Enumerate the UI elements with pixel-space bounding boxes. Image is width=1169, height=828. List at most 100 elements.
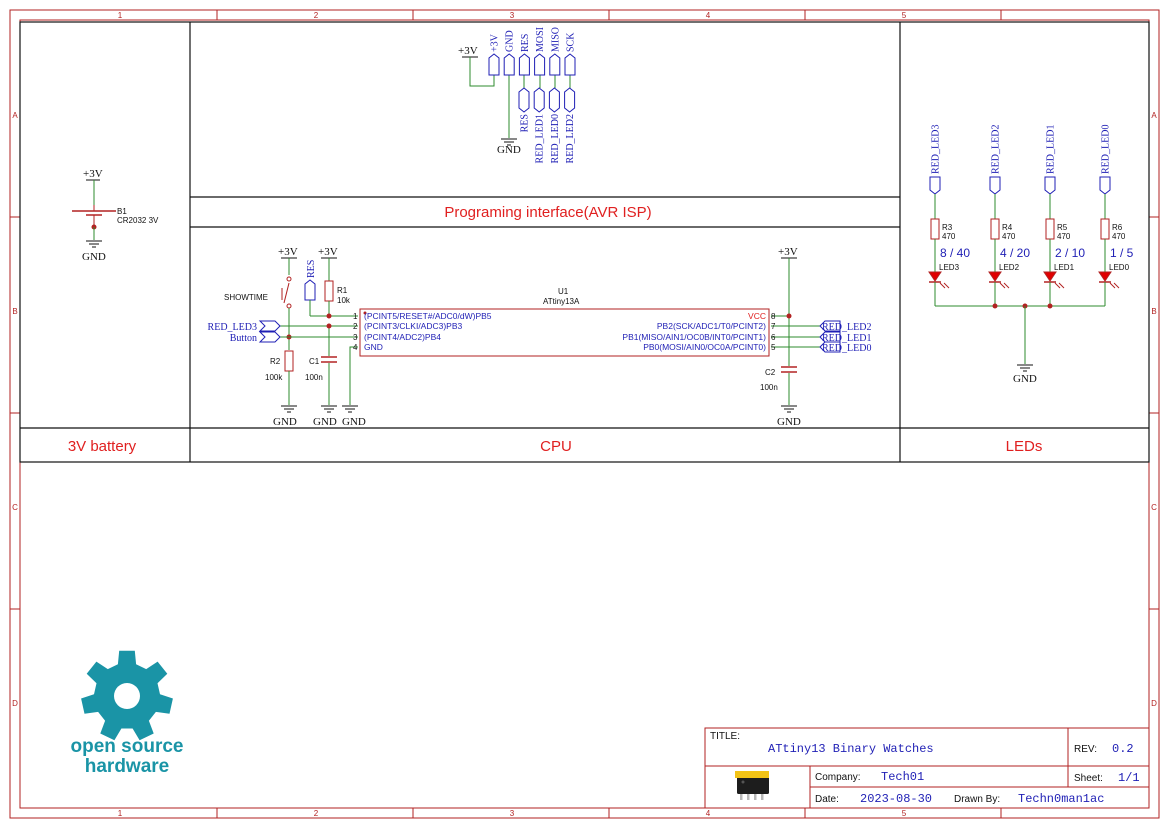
- u1-pin-number: 7: [771, 322, 776, 331]
- led-resistor-value: 470: [942, 232, 956, 241]
- u1-ref: U1: [558, 287, 569, 296]
- frame-col-3-top: 3: [510, 11, 515, 20]
- led-port-label: RED_LED2: [991, 125, 1002, 174]
- frame-col-3-bottom: 3: [510, 809, 515, 818]
- frame-col-1-top: 1: [118, 11, 123, 20]
- isp-header-pin: MISO: [549, 27, 561, 76]
- frame-row-d-left: D: [12, 699, 18, 708]
- r2-ref: R2: [270, 357, 281, 366]
- led-port-label: RED_LED0: [1101, 125, 1112, 174]
- led-resistor-value: 470: [1002, 232, 1016, 241]
- frame-row-a-right: A: [1151, 111, 1157, 120]
- cpu-gnd-label-2: GND: [313, 416, 337, 428]
- u1-pin-number: 4: [353, 343, 358, 352]
- cpu-power-label-vcc: +3V: [778, 246, 798, 258]
- led-weight-note: 1 / 5: [1110, 246, 1134, 260]
- led-ref: LED1: [1054, 263, 1075, 272]
- c1-ref: C1: [309, 357, 320, 366]
- switch-label: SHOWTIME: [224, 293, 268, 302]
- isp-header-pin-label: SCK: [566, 32, 577, 52]
- oshw-gear-icon: [81, 650, 173, 741]
- r2-value: 100k: [265, 373, 283, 382]
- isp-header-pin: +3V: [488, 33, 501, 76]
- c1-value: 100n: [305, 373, 323, 382]
- rev-value: 0.2: [1112, 742, 1134, 756]
- title-value: ATtiny13 Binary Watches: [768, 742, 934, 756]
- led-weight-note: 4 / 20: [1000, 246, 1030, 260]
- isp-signal-port-label: RED_LED0: [550, 114, 561, 163]
- isp-signal-port: RED_LED0: [548, 87, 561, 163]
- drawn-by-value: Techn0man1ac: [1018, 792, 1104, 806]
- cpu-res-port: RES: [306, 260, 317, 278]
- isp-gnd-label: GND: [497, 144, 521, 156]
- u1-pin-number: 1: [353, 312, 358, 321]
- section-title-battery: 3V battery: [68, 438, 137, 455]
- isp-header-pin-label: +3V: [490, 33, 501, 52]
- cpu-output-port: RED_LED0: [819, 341, 871, 354]
- frame-col-4-top: 4: [706, 11, 711, 20]
- isp-signal-port-label: RED_LED1: [535, 114, 546, 163]
- frame-row-b-right: B: [1151, 307, 1156, 316]
- led-resistor-ref: R5: [1057, 223, 1068, 232]
- frame-col-5-top: 5: [902, 11, 907, 20]
- u1-pin-name: PB1(MISO/AIN1/OC0B/INT0/PCINT1): [622, 332, 766, 342]
- cpu-output-port: RED_LED1: [819, 331, 871, 344]
- led-port-label: RED_LED1: [1046, 125, 1057, 174]
- led-ref: LED3: [939, 263, 960, 272]
- section-title-cpu: CPU: [540, 438, 572, 455]
- isp-signal-port: RES: [518, 87, 531, 132]
- u1-pins: 1(PCINT5/RESET#/ADC0/dW)PB52(PCINT3/CLKI…: [353, 311, 776, 352]
- u1-pin-name: VCC: [748, 311, 766, 321]
- u1-pin-number: 2: [353, 322, 358, 331]
- drawn-by-label: Drawn By:: [954, 794, 1000, 805]
- battery-value: CR2032 3V: [117, 216, 159, 225]
- company-value: Tech01: [881, 770, 924, 784]
- led-resistor-value: 470: [1112, 232, 1126, 241]
- sheet-label: Sheet:: [1074, 773, 1103, 784]
- cpu-input-port-label: RED_LED3: [208, 322, 257, 333]
- isp-header-pin: RES: [518, 34, 531, 76]
- cpu-gnd-label-4: GND: [777, 416, 801, 428]
- isp-signal-ports: RES RED_LED1 RED_LED0 RED_LED2: [518, 87, 576, 163]
- u1-pin-name: (PCINT5/RESET#/ADC0/dW)PB5: [364, 311, 492, 321]
- isp-header-pin-label: MOSI: [535, 27, 546, 52]
- cpu-input-port: RED_LED3: [208, 320, 281, 333]
- led-resistor-ref: R3: [942, 223, 953, 232]
- led-resistor-ref: R4: [1002, 223, 1013, 232]
- led-resistor-ref: R6: [1112, 223, 1123, 232]
- u1-pin-name: PB0(MOSI/AIN0/OC0A/PCINT0): [643, 342, 766, 352]
- sheet-value: 1/1: [1118, 771, 1140, 785]
- isp-header-pin: MOSI: [534, 27, 546, 76]
- date-value: 2023-08-30: [860, 792, 932, 806]
- cpu-input-port-label: Button: [230, 333, 257, 344]
- title-block: TITLE: ATtiny13 Binary Watches REV: 0.2 …: [704, 727, 1150, 809]
- cpu-output-port-label: RED_LED2: [822, 322, 871, 333]
- frame-row-a-left: A: [12, 111, 18, 120]
- battery-power-label: +3V: [83, 168, 103, 180]
- cpu-circuit: +3V +3V +3V SHOWTIME R2 100k RES R1 10k: [224, 246, 820, 428]
- cpu-gnd-label-3: GND: [342, 416, 366, 428]
- u1-pin-name: GND: [364, 342, 383, 352]
- u1-pin-number: 5: [771, 343, 776, 352]
- u1-pin-name: (PCINT4/ADC2)PB4: [364, 332, 441, 342]
- company-label: Company:: [815, 772, 861, 783]
- oshw-line-2: hardware: [85, 756, 169, 777]
- u1-pin-number: 3: [353, 333, 358, 342]
- isp-signal-port-label: RED_LED2: [565, 114, 576, 163]
- frame-col-4-bottom: 4: [706, 809, 711, 818]
- led-ref: LED0: [1109, 263, 1130, 272]
- cpu-gnd-label-1: GND: [273, 416, 297, 428]
- isp-power-label: +3V: [458, 45, 478, 57]
- isp-header-pin: GND: [503, 30, 516, 76]
- date-label: Date:: [815, 794, 839, 805]
- isp-header-pin-label: RES: [520, 34, 531, 52]
- c2-ref: C2: [765, 368, 776, 377]
- u1-body: [359, 308, 770, 357]
- led-weight-note: 8 / 40: [940, 246, 970, 260]
- cpu-power-label-r1: +3V: [318, 246, 338, 258]
- rev-label: REV:: [1074, 744, 1097, 755]
